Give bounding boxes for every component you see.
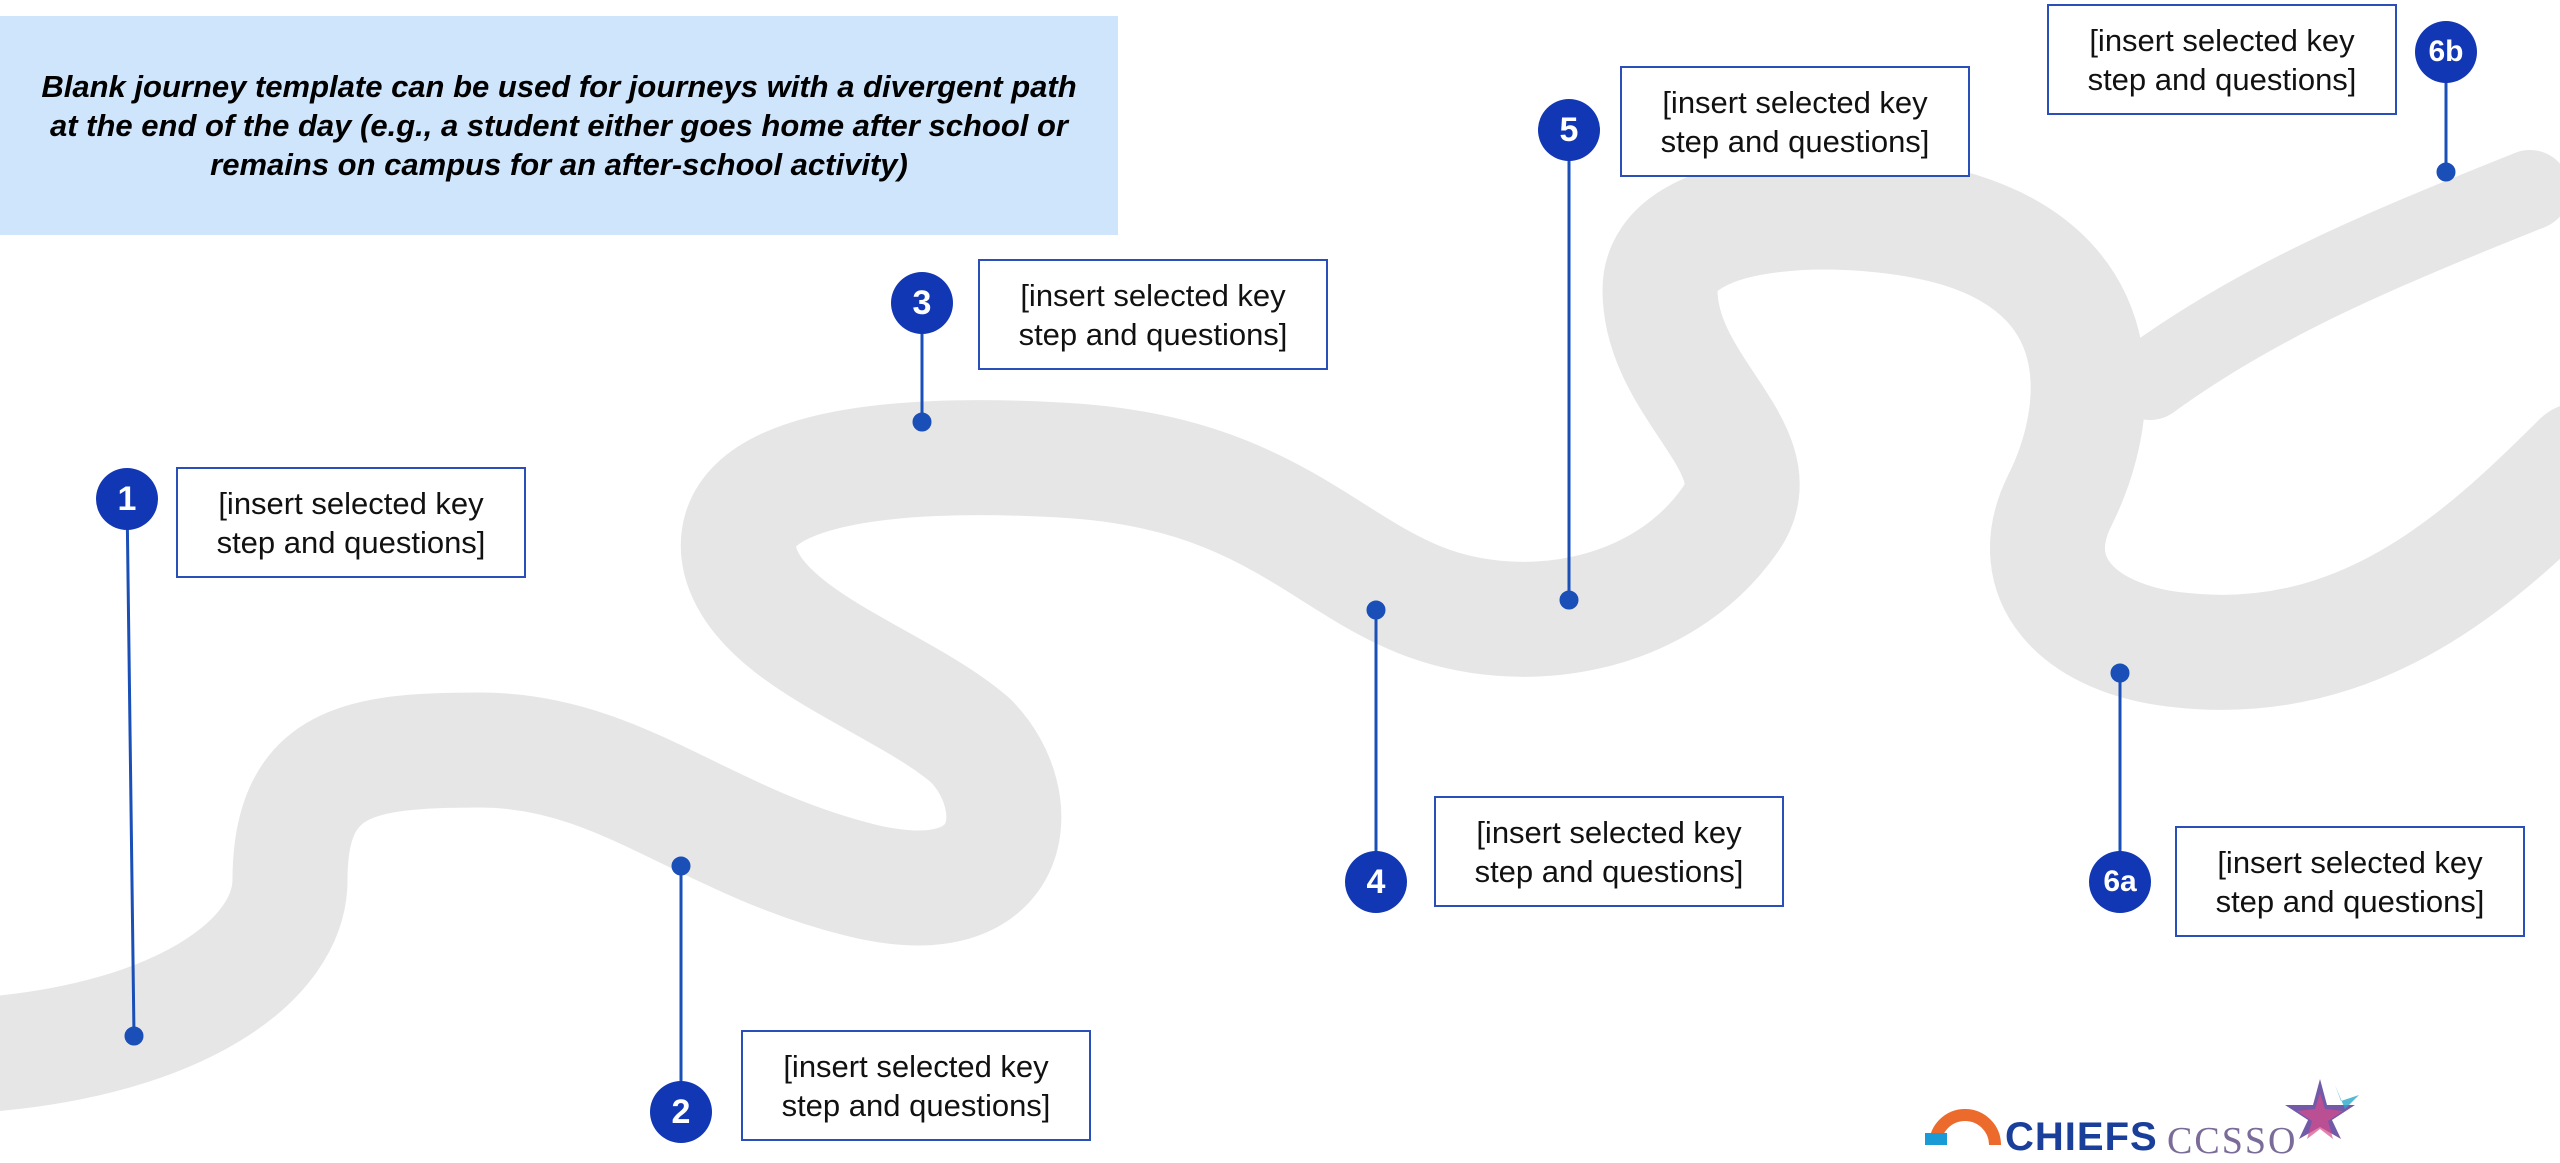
step-label-1: [insert selected key step and questions] bbox=[216, 485, 486, 560]
step-box-5[interactable]: [insert selected key step and questions] bbox=[1620, 66, 1970, 177]
leader-dot-3 bbox=[912, 412, 932, 432]
step-badge-6a: 6a bbox=[2089, 851, 2151, 913]
step-box-6b[interactable]: [insert selected key step and questions] bbox=[2047, 4, 2397, 115]
road-branch bbox=[2110, 150, 2560, 420]
step-badge-5: 5 bbox=[1538, 99, 1600, 161]
road-path bbox=[0, 52, 2560, 1112]
step-box-3[interactable]: [insert selected key step and questions] bbox=[978, 259, 1328, 370]
partner-logos: CHIEFS CCSSO bbox=[1915, 1075, 2365, 1162]
leader-dot-2 bbox=[671, 856, 691, 876]
step-badge-6b: 6b bbox=[2415, 21, 2477, 83]
leader-line-1 bbox=[125, 498, 136, 1037]
chiefs-logo-icon bbox=[1925, 1109, 2001, 1145]
leader-dot-5 bbox=[1559, 590, 1579, 610]
step-box-1[interactable]: [insert selected key step and questions] bbox=[176, 467, 526, 578]
step-badge-2: 2 bbox=[650, 1081, 712, 1143]
ccsso-star-icon bbox=[2285, 1079, 2359, 1139]
step-label-4: [insert selected key step and questions] bbox=[1474, 814, 1744, 889]
template-note-text: Blank journey template can be used for j… bbox=[41, 69, 1077, 182]
chiefs-logo-text: CHIEFS bbox=[2005, 1115, 2158, 1159]
step-box-6a[interactable]: [insert selected key step and questions] bbox=[2175, 826, 2525, 937]
step-label-2: [insert selected key step and questions] bbox=[781, 1048, 1051, 1123]
template-note: Blank journey template can be used for j… bbox=[0, 16, 1118, 235]
leader-dot-6b bbox=[2436, 162, 2456, 182]
leader-dot-1 bbox=[124, 1026, 144, 1046]
step-badge-4: 4 bbox=[1345, 851, 1407, 913]
step-badge-3: 3 bbox=[891, 272, 953, 334]
step-box-4[interactable]: [insert selected key step and questions] bbox=[1434, 796, 1784, 907]
step-label-3: [insert selected key step and questions] bbox=[1018, 277, 1288, 352]
step-label-5: [insert selected key step and questions] bbox=[1660, 84, 1930, 159]
leader-dot-4 bbox=[1366, 600, 1386, 620]
leader-dot-6a bbox=[2110, 663, 2130, 683]
road-shape bbox=[0, 154, 2560, 1111]
step-box-2[interactable]: [insert selected key step and questions] bbox=[741, 1030, 1091, 1141]
step-label-6b: [insert selected key step and questions] bbox=[2087, 22, 2357, 97]
step-label-6a: [insert selected key step and questions] bbox=[2215, 844, 2485, 919]
step-badge-1: 1 bbox=[96, 468, 158, 530]
